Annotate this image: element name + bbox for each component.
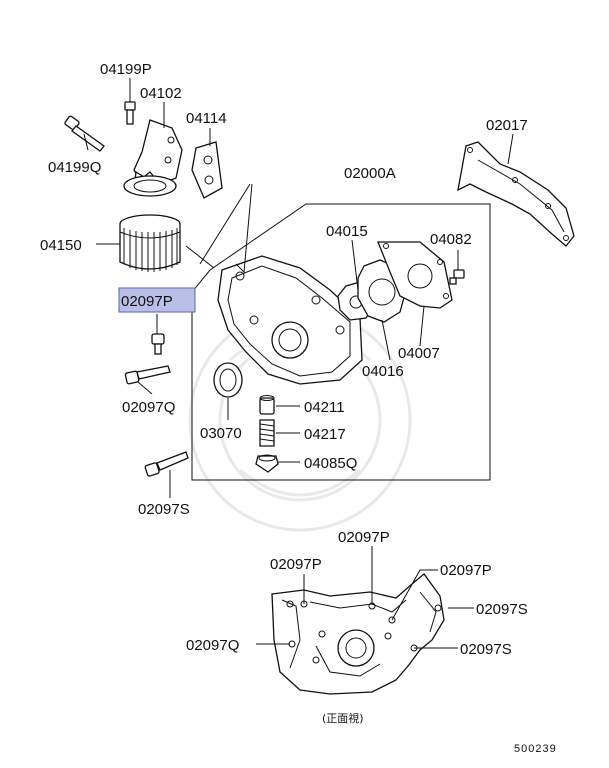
label-02097P-upperleft[interactable]: 02097P	[270, 556, 322, 573]
view-caption: (正面視)	[322, 711, 364, 725]
gasket-04114[interactable]	[191, 141, 223, 199]
label-04015[interactable]: 04015	[326, 223, 368, 240]
label-04211[interactable]: 04211	[304, 399, 345, 416]
bolt-04199P[interactable]	[124, 101, 136, 125]
relief-spring-04217[interactable]	[259, 419, 275, 447]
label-02097Q-bottom[interactable]: 02097Q	[186, 637, 239, 654]
label-03070[interactable]: 03070	[200, 425, 242, 442]
label-04102[interactable]: 04102	[140, 85, 182, 102]
label-04217[interactable]: 04217	[304, 426, 346, 443]
label-04085Q[interactable]: 04085Q	[304, 455, 357, 472]
label-02017[interactable]: 02017	[486, 117, 528, 134]
label-02000A[interactable]: 02000A	[344, 165, 396, 182]
front-view-case[interactable]	[271, 573, 445, 695]
oil-filter-bracket-04102[interactable]	[123, 119, 183, 197]
oil-filter-04150[interactable]	[119, 214, 181, 272]
label-04199Q[interactable]: 04199Q	[48, 159, 101, 176]
label-02097S-left[interactable]: 02097S	[138, 501, 190, 518]
leader-lines	[83, 78, 514, 649]
label-04016[interactable]: 04016	[362, 363, 404, 380]
label-02097S-right1[interactable]: 02097S	[476, 601, 528, 618]
highlight-box	[118, 287, 196, 313]
label-04150[interactable]: 04150	[40, 237, 82, 254]
relief-plunger-04211[interactable]	[259, 395, 275, 415]
part-labels: 04199P 04102 04114 04199Q 04150 02017 02…	[40, 61, 557, 755]
oil-seal-03070[interactable]	[213, 362, 243, 398]
oil-pump-case-02000A[interactable]	[217, 255, 363, 385]
diagram-number: 500239	[514, 743, 557, 755]
bolt-02097P[interactable]	[151, 333, 165, 355]
label-04114[interactable]: 04114	[186, 110, 227, 127]
bolt-02097S[interactable]	[144, 451, 189, 477]
label-02097P-top[interactable]: 02097P	[338, 529, 390, 546]
label-04199P[interactable]: 04199P	[100, 61, 152, 78]
relief-plug-04085Q[interactable]	[255, 454, 279, 473]
label-02097P-right[interactable]: 02097P	[440, 562, 492, 579]
label-02097Q-left[interactable]: 02097Q	[122, 399, 175, 416]
bolt-02097Q[interactable]	[124, 365, 171, 385]
label-04082[interactable]: 04082	[430, 231, 472, 248]
label-02097S-right2[interactable]: 02097S	[460, 641, 512, 658]
gasket-02017[interactable]	[457, 141, 575, 247]
label-04007[interactable]: 04007	[398, 345, 440, 362]
pump-cover-04007[interactable]	[377, 241, 453, 309]
screw-04082[interactable]	[449, 269, 465, 285]
bolt-04199Q[interactable]	[64, 115, 105, 152]
label-02097P-highlight[interactable]: 02097P	[121, 293, 173, 310]
